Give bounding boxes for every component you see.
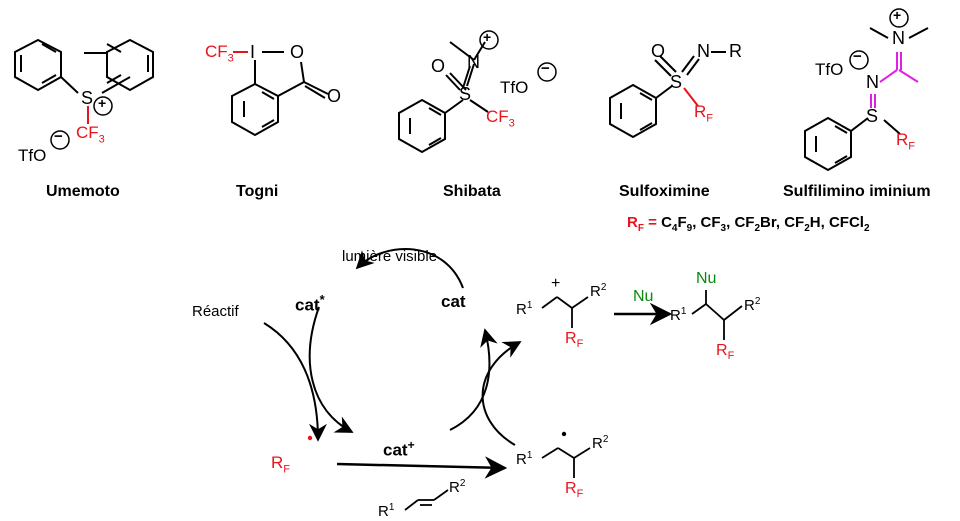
radical-r1: R1 xyxy=(516,450,533,468)
sulfilimino-s-atom: S xyxy=(866,106,879,126)
togni-o-carbonyl-atom: O xyxy=(327,86,342,106)
reagent-name-shibata: Shibata xyxy=(443,183,501,200)
umemoto-plus-sign: + xyxy=(98,95,107,111)
shibata-plus-circle xyxy=(479,30,499,50)
togni-structure xyxy=(231,51,329,137)
sulfoximine-structure xyxy=(609,51,726,139)
shibata-cf3: CF3 xyxy=(486,107,515,130)
alkene-r1: R1 xyxy=(378,502,395,520)
shibata-structure xyxy=(398,41,486,154)
togni-ring xyxy=(231,82,279,137)
sulfilimino-minus-circle xyxy=(849,50,869,70)
cation-rf: RF xyxy=(565,330,584,351)
nu-reagent-label: Nu xyxy=(633,288,654,305)
radical-dot xyxy=(561,431,567,437)
sulfoximine-s-atom: S xyxy=(670,72,683,92)
rf-item-cfcl2: CFCl2 xyxy=(828,214,870,234)
umemoto-minus-sign: − xyxy=(54,128,63,145)
rf-item-cf2br: CF2Br xyxy=(734,214,776,234)
alkene-structure xyxy=(404,489,449,511)
light-arc-arrow xyxy=(355,248,464,289)
shibata-minus-circle xyxy=(537,62,557,82)
radical-intermediate xyxy=(541,447,591,478)
shibata-plus-sign: + xyxy=(483,29,492,45)
sulfilimino-n-iminium-atom: N xyxy=(892,28,905,48)
cation-r1: R1 xyxy=(516,300,533,318)
rf-item-c4f9: C4F9 xyxy=(661,214,693,234)
sulfilimino-ring xyxy=(804,116,852,172)
shibata-tfo: TfO xyxy=(500,78,529,97)
product-rf: RF xyxy=(716,342,735,363)
reagent-curve-arrow xyxy=(263,322,327,442)
rf-item-cf3: CF3 xyxy=(700,214,727,234)
sulfoximine-s-rf-bond xyxy=(683,87,699,107)
sulfilimino-tfo: TfO xyxy=(815,60,844,79)
radical-to-cation-arrow xyxy=(481,341,522,446)
rf-radical: RF xyxy=(271,453,291,476)
sulfilimino-plus-circle xyxy=(889,8,909,28)
shibata-n-atom: N xyxy=(467,52,480,72)
nu-product xyxy=(691,290,743,340)
rf-definition-label: RF xyxy=(627,214,644,234)
togni-i-atom: I xyxy=(250,42,256,62)
shibata-ring xyxy=(398,98,446,154)
umemoto-s-atom: S xyxy=(81,88,94,108)
reagent-name-sulfoximine: Sulfoximine xyxy=(619,183,710,200)
sulfilimino-rf: RF xyxy=(896,130,916,153)
cation-r2: R2 xyxy=(590,282,607,300)
cat-star-to-cat-plus-arrow xyxy=(308,306,354,433)
umemoto-right-ring xyxy=(106,38,154,92)
reagent-label: Réactif xyxy=(192,303,239,320)
rf-radical-dot xyxy=(307,435,313,441)
radical-r2: R2 xyxy=(592,434,609,452)
rf-item-cf2h: CF2H xyxy=(784,214,821,234)
shibata-s-cf3-bond xyxy=(469,99,489,113)
sulfoximine-o-atom: O xyxy=(651,41,666,61)
reagent-name-sulfilimino: Sulfilimino iminium xyxy=(783,183,931,200)
sulfoximine-n-atom: N xyxy=(697,41,710,61)
rf-definition: RF = C4F9, CF3, CF2Br, CF2H, CFCl2 xyxy=(627,214,870,234)
umemoto-tfo: TfO xyxy=(18,146,47,165)
sulfoximine-r-atom: R xyxy=(729,41,742,61)
oxidized-catalyst: cat+ xyxy=(383,438,415,460)
shibata-s-atom: S xyxy=(459,84,472,104)
excited-catalyst: cat* xyxy=(295,292,325,315)
product-nu: Nu xyxy=(696,270,717,287)
cation-intermediate xyxy=(541,296,589,328)
product-r1: R1 xyxy=(670,306,687,324)
alkene-r2: R2 xyxy=(449,478,466,496)
sulfilimino-structure xyxy=(804,27,929,172)
light-label: lumière visible xyxy=(342,248,438,265)
sulfilimino-plus-sign: + xyxy=(893,7,902,23)
radical-addition-arrow xyxy=(336,456,508,479)
shibata-o-atom: O xyxy=(431,56,446,76)
umemoto-plus-circle xyxy=(93,96,113,116)
sulfilimino-n-imine-atom: N xyxy=(866,72,879,92)
togni-o-ring-atom: O xyxy=(290,42,305,62)
sulfilimino-minus-sign: − xyxy=(853,48,862,65)
reagent-name-togni: Togni xyxy=(236,183,279,200)
radical-rf: RF xyxy=(565,480,584,501)
umemoto-structure xyxy=(14,38,154,94)
product-r2: R2 xyxy=(744,296,761,314)
sulfoximine-ring xyxy=(609,83,657,139)
togni-cf3: CF3 xyxy=(205,42,234,65)
cat-plus-to-cat-arrow xyxy=(449,328,498,431)
umemoto-cf3: CF3 xyxy=(76,123,105,146)
reagent-name-umemoto: Umemoto xyxy=(46,183,120,200)
sulfilimino-magenta-bonds xyxy=(870,52,919,108)
cation-plus: + xyxy=(551,275,561,292)
shibata-minus-sign: − xyxy=(541,60,550,77)
umemoto-minus-circle xyxy=(50,130,70,150)
sulfoximine-rf: RF xyxy=(694,102,714,125)
ground-catalyst: cat xyxy=(441,292,466,311)
